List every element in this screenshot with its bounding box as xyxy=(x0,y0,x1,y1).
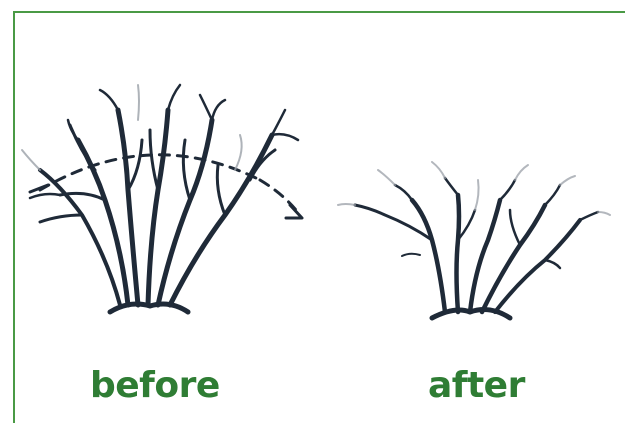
before-shrub-icon xyxy=(22,85,302,312)
after-shrub-icon xyxy=(338,162,610,318)
after-label: after xyxy=(428,366,525,406)
before-label: before xyxy=(90,366,220,406)
